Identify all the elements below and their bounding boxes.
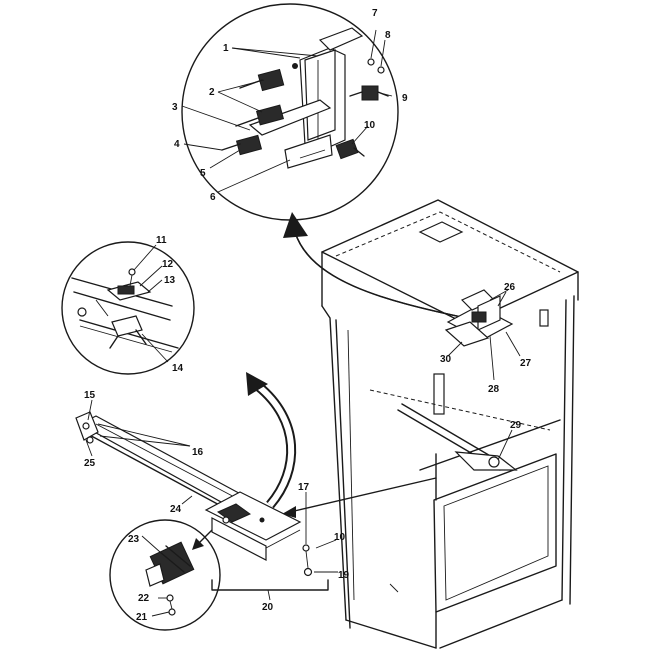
callout-1: 1 (223, 43, 229, 54)
callout-19: 19 (338, 570, 350, 581)
top-leader-lines (181, 47, 393, 193)
arrow-to-top-detail (283, 212, 467, 319)
callout-13: 13 (164, 275, 176, 286)
callout-23: 23 (128, 534, 140, 545)
cabinet-latch-switch (444, 289, 514, 347)
callout-6: 6 (210, 192, 216, 203)
callout-20: 20 (262, 602, 274, 613)
callout-24: 24 (170, 504, 182, 515)
callout-14: 14 (172, 363, 184, 374)
callout-29: 29 (510, 420, 522, 431)
callout-21: 21 (136, 612, 148, 623)
left-leader-lines (133, 244, 169, 363)
callout-10-bottom: 10 (334, 532, 346, 543)
left-detail-view: 11 12 13 14 (61, 235, 195, 375)
cabinet-leader-lines (447, 291, 521, 381)
callout-4: 4 (174, 139, 180, 150)
callout-27: 27 (520, 358, 532, 369)
top-detail-view: 1 2 3 4 5 6 7 8 9 10 (172, 3, 408, 221)
switch-lower-left (221, 134, 263, 156)
switch-bracket-assembly (248, 27, 364, 169)
callout-15: 15 (84, 390, 96, 401)
callout-22: 22 (138, 593, 150, 604)
callout-25: 25 (84, 458, 96, 469)
left-detail-circle (61, 241, 195, 375)
callout-11: 11 (156, 235, 167, 246)
switch-upper (239, 63, 298, 92)
switch-middle (235, 104, 285, 127)
callout-12: 12 (162, 259, 174, 270)
callout-17: 17 (298, 482, 310, 493)
door-latch-arm (75, 411, 250, 515)
switch-right (349, 85, 389, 101)
bottom-detail-circle (109, 519, 221, 631)
latch-rail-detail (71, 268, 179, 353)
callout-26: 26 (504, 282, 516, 293)
arm-leader-lines (85, 399, 338, 573)
latch-plate (204, 491, 302, 561)
cabinet-latch-rod (397, 403, 518, 471)
solenoid-detail (145, 541, 195, 616)
callout-16: 16 (192, 447, 204, 458)
bracket-20 (211, 579, 329, 601)
callout-5: 5 (200, 168, 206, 179)
callout-8: 8 (385, 30, 391, 41)
callout-28: 28 (488, 384, 500, 395)
arrow-to-left-detail (246, 372, 297, 509)
bottom-leader-lines (141, 535, 170, 617)
callout-2: 2 (209, 87, 215, 98)
callout-9: 9 (402, 93, 408, 104)
oven-cabinet (321, 199, 579, 649)
pointer-to-solenoid (192, 529, 213, 550)
fasteners-19 (302, 544, 313, 577)
callout-10-top: 10 (364, 120, 376, 131)
bottom-detail-view: 21 22 23 (109, 519, 221, 631)
screws-top (367, 29, 386, 74)
callout-7: 7 (372, 8, 378, 19)
callout-30: 30 (440, 354, 452, 365)
callout-3: 3 (172, 102, 178, 113)
